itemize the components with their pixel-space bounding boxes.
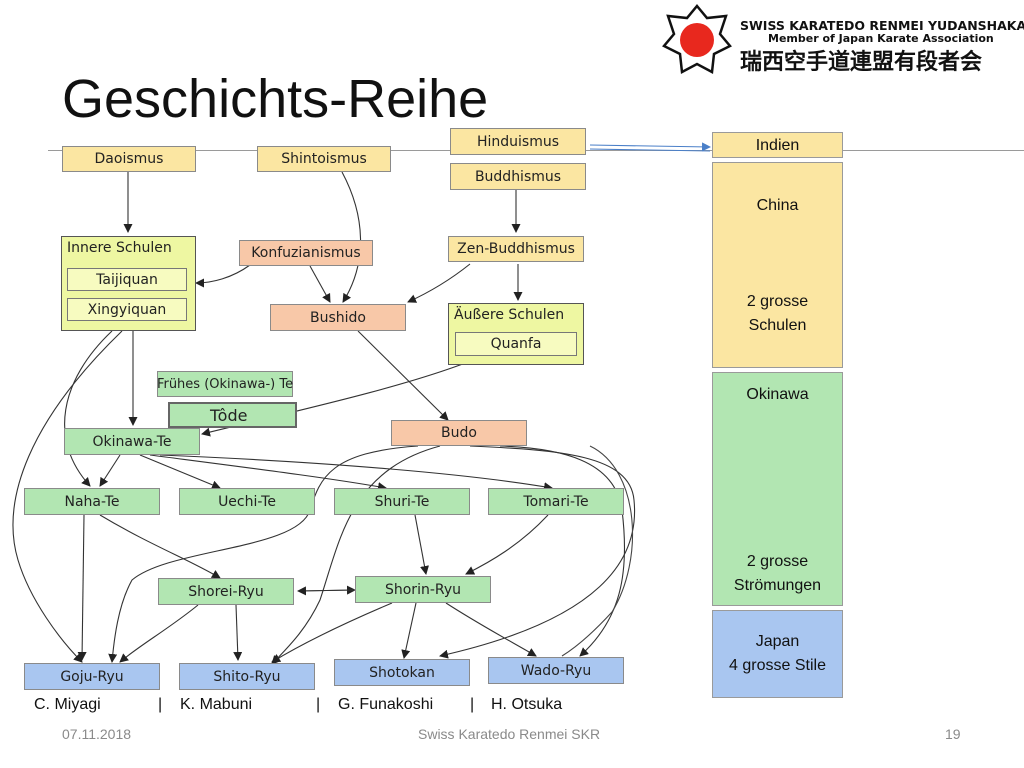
era-okinawa-line-3: Strömungen bbox=[733, 577, 822, 594]
node-tode: Tôde bbox=[168, 402, 297, 428]
node-taijiquan: Taijiquan bbox=[67, 268, 187, 291]
era-japan: Japan 4 grosse Stile bbox=[712, 610, 843, 698]
node-naha-te: Naha-Te bbox=[24, 488, 160, 515]
footer-title: Swiss Karatedo Renmei SKR bbox=[418, 726, 601, 742]
era-china: China 2 grosse Schulen bbox=[712, 162, 843, 368]
logo-line-1: SWISS KARATEDO RENMEI YUDANSHAKAI bbox=[740, 18, 1024, 33]
node-wado-ryu: Wado-Ryu bbox=[488, 657, 624, 684]
master-otsuka: H. Otsuka bbox=[491, 696, 563, 713]
node-shito-ryu: Shito-Ryu bbox=[179, 663, 315, 690]
logo-emblem-icon bbox=[662, 4, 732, 74]
node-buddhismus: Buddhismus bbox=[450, 163, 586, 190]
group-innere-schulen: Innere Schulen Taijiquan Xingyiquan bbox=[61, 236, 196, 331]
node-shotokan: Shotokan bbox=[334, 659, 470, 686]
node-goju-ryu: Goju-Ryu bbox=[24, 663, 160, 690]
master-miyagi: C. Miyagi bbox=[34, 696, 101, 713]
master-mabuni: K. Mabuni bbox=[180, 696, 253, 713]
master-separator: | bbox=[470, 696, 475, 713]
era-japan-label: Japan bbox=[755, 633, 800, 650]
node-bushido: Bushido bbox=[270, 304, 406, 331]
node-uechi-te: Uechi-Te bbox=[179, 488, 315, 515]
era-okinawa-label: Okinawa bbox=[746, 386, 809, 403]
node-tomari-te: Tomari-Te bbox=[488, 488, 624, 515]
era-okinawa-line-2: 2 grosse bbox=[746, 553, 809, 570]
footer-date: 07.11.2018 bbox=[62, 726, 132, 742]
logo-line-3: 瑞西空手道連盟有段者会 bbox=[740, 50, 983, 75]
node-zen-buddhismus: Zen-Buddhismus bbox=[448, 236, 584, 262]
logo-line-2: Member of Japan Karate Association bbox=[768, 32, 994, 45]
node-xingyiquan: Xingyiquan bbox=[67, 298, 187, 321]
group-aeussere-schulen: Äußere Schulen Quanfa bbox=[448, 303, 584, 365]
era-okinawa: Okinawa 2 grosse Strömungen bbox=[712, 372, 843, 606]
era-indien-label: Indien bbox=[755, 137, 800, 154]
node-shintoismus: Shintoismus bbox=[257, 146, 391, 172]
node-daoismus: Daoismus bbox=[62, 146, 196, 172]
node-fruehes-te: Frühes (Okinawa-) Te bbox=[157, 371, 293, 397]
node-hinduismus: Hinduismus bbox=[450, 128, 586, 155]
master-separator: | bbox=[316, 696, 321, 713]
master-funakoshi: G. Funakoshi bbox=[338, 696, 434, 713]
node-shuri-te: Shuri-Te bbox=[334, 488, 470, 515]
group-innere-schulen-label: Innere Schulen bbox=[67, 240, 172, 256]
group-aeussere-schulen-label: Äußere Schulen bbox=[454, 307, 565, 323]
footer-page-number: 19 bbox=[945, 726, 961, 742]
era-china-line-2: 2 grosse bbox=[746, 293, 809, 310]
node-shorei-ryu: Shorei-Ryu bbox=[158, 578, 294, 605]
era-china-line-3: Schulen bbox=[748, 317, 807, 334]
era-china-label: China bbox=[756, 197, 799, 214]
master-separator: | bbox=[158, 696, 163, 713]
node-quanfa: Quanfa bbox=[455, 332, 577, 356]
node-budo: Budo bbox=[391, 420, 527, 446]
node-shorin-ryu: Shorin-Ryu bbox=[355, 576, 491, 603]
era-indien: Indien bbox=[712, 132, 843, 158]
page-title: Geschichts-Reihe bbox=[62, 69, 489, 129]
node-okinawa-te: Okinawa-Te bbox=[64, 428, 200, 455]
era-japan-line-2: 4 grosse Stile bbox=[729, 657, 826, 674]
node-konfuzianismus: Konfuzianismus bbox=[239, 240, 373, 266]
